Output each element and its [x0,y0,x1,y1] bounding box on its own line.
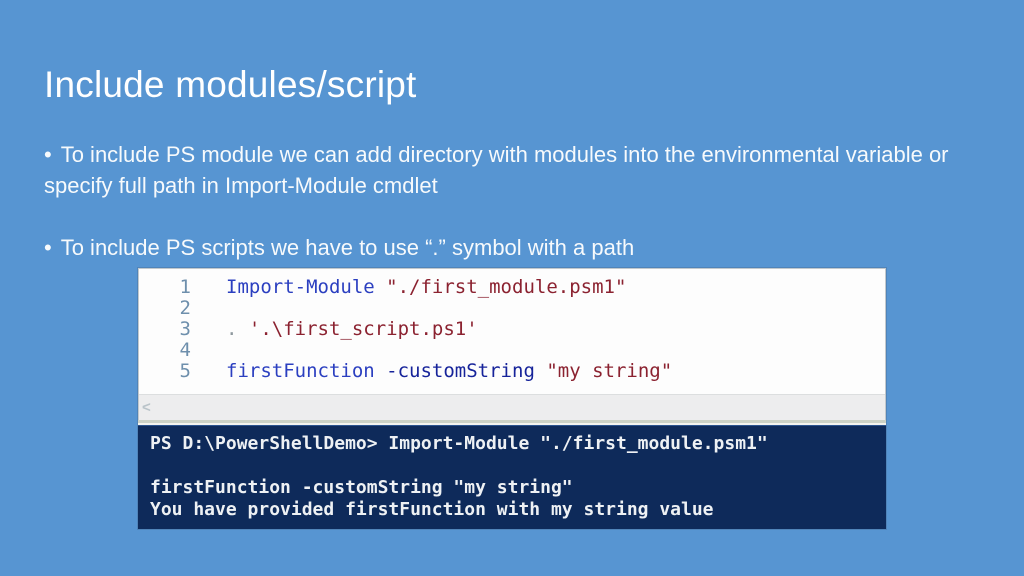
bullet-list: •To include PS module we can add directo… [44,139,989,294]
console-line: You have provided firstFunction with my … [150,499,714,520]
powershell-screenshot: 1 Import-Module "./first_module.psm1" 2 3.… [138,268,886,529]
code-text: firstFunction -customString "my string" [226,361,672,382]
code-line: 4 [139,340,885,361]
bullet-icon: • [44,142,52,167]
bullet-icon: • [44,235,52,260]
bullet-text: To include PS module we can add director… [44,142,949,198]
code-token [375,360,386,382]
console-line: firstFunction -customString "my string" [150,477,573,498]
code-token [535,360,546,382]
code-line: 2 [139,298,885,319]
code-token: Import-Module [226,276,375,298]
powershell-console-pane: PS D:\PowerShellDemo> Import-Module "./f… [138,425,886,529]
bullet-item: • To include PS scripts we have to use “.… [44,232,989,263]
scroll-left-arrow-icon: < [142,399,151,416]
script-editor-pane: 1 Import-Module "./first_module.psm1" 2 3.… [138,268,886,420]
code-line: 1 Import-Module "./first_module.psm1" [139,277,885,298]
line-number: 3 [179,318,191,340]
code-token: '.\first_script.ps1' [248,318,478,340]
console-line [150,455,878,477]
line-number: 4 [179,339,191,361]
code-text: . '.\first_script.ps1' [226,319,478,340]
code-token: "./first_module.psm1" [386,276,627,298]
editor-code-lines: 1 Import-Module "./first_module.psm1" 2 3.… [139,269,885,394]
pane-divider-line [138,420,886,423]
code-text [226,340,237,361]
code-token: firstFunction [226,360,375,382]
bullet-item: •To include PS module we can add directo… [44,139,989,201]
pane-divider [138,420,886,425]
code-token: . [226,318,238,340]
bullet-text: To include PS scripts we have to use “.”… [60,235,635,260]
pane-divider-line [138,423,886,425]
slide-title: Include modules/script [44,64,417,105]
code-token [375,276,386,298]
code-token: -customString [386,360,535,382]
code-token: "my string" [546,360,673,382]
line-number: 2 [179,297,191,319]
editor-horizontal-scrollbar: < [139,394,885,420]
code-text [226,298,237,319]
console-line: PS D:\PowerShellDemo> Import-Module "./f… [150,433,768,454]
code-token [237,318,248,340]
code-text: Import-Module "./first_module.psm1" [226,277,626,298]
code-line: 3. '.\first_script.ps1' [139,319,885,340]
line-number: 1 [179,276,191,298]
code-line: 5 firstFunction -customString "my string" [139,361,885,382]
line-number: 5 [179,360,191,382]
